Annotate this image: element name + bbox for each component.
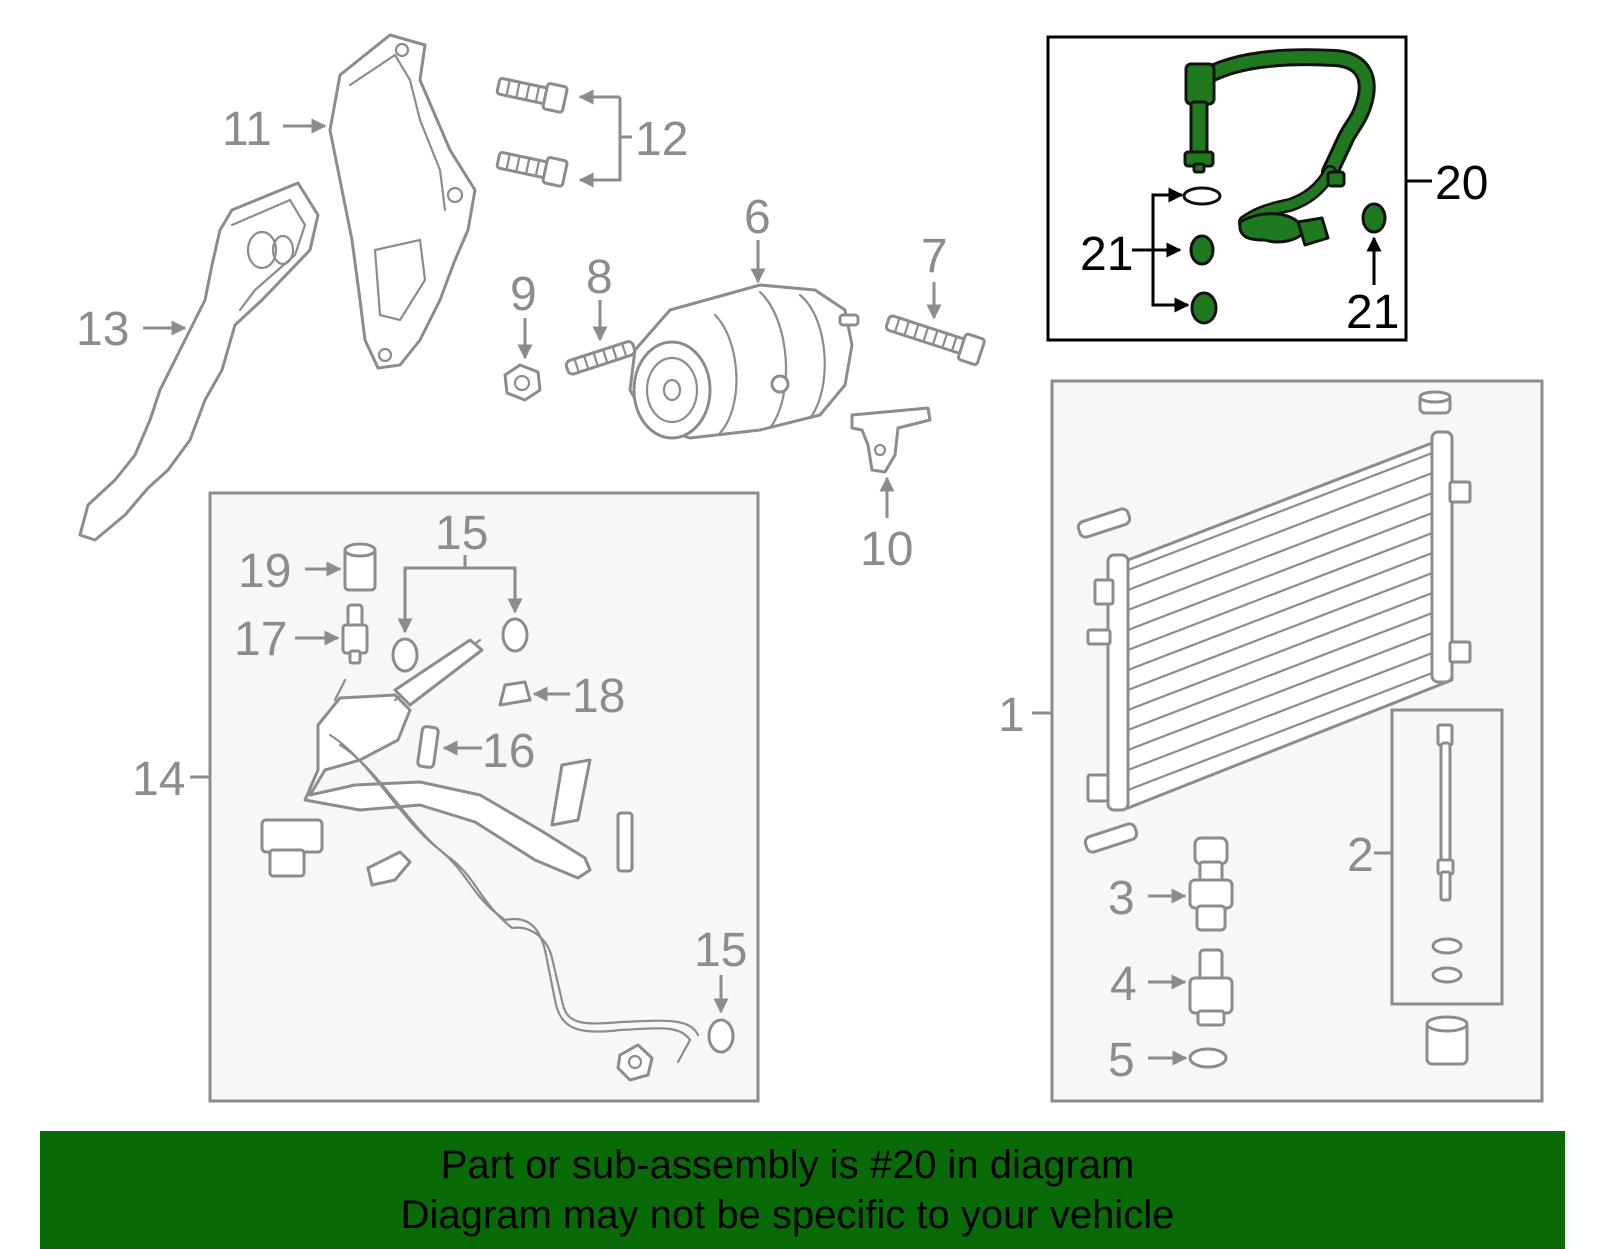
callout-5: 5 [1108,1034,1135,1087]
part-21-oring-3 [1361,202,1387,234]
callout-11: 11 [222,103,272,156]
callout-2: 2 [1347,829,1374,882]
part-11-bracket [328,33,477,370]
callout-15-bottom: 15 [694,924,747,977]
part-5-oring [1188,1047,1228,1069]
part-20-hose-assembly[interactable] [1183,48,1376,247]
banner-line-2: Diagram may not be specific to your vehi… [400,1193,1175,1237]
callout-4: 4 [1110,958,1137,1011]
part-21-oring-1 [1189,234,1215,266]
part-6-compressor [628,283,860,440]
callout-1: 1 [998,689,1025,742]
callout-6: 6 [744,191,771,244]
part-21-orings [1182,186,1387,325]
part-12-bolts [495,77,569,188]
info-banner: Part or sub-assembly is #20 in diagram D… [40,1131,1565,1249]
callout-21-right: 21 [1346,286,1399,339]
callout-12: 12 [635,113,688,166]
callout-9: 9 [510,268,537,321]
callout-15-top: 15 [435,507,488,560]
part-19-cap [343,542,377,592]
part-10-bracket [850,406,932,474]
box-20 [1046,35,1408,342]
part-18-clip [498,680,532,707]
part-14-line-assembly [260,638,700,1082]
callout-19: 19 [238,545,291,598]
part-15-orings-top [391,617,529,673]
callout-17: 17 [234,613,287,666]
part-17-sensor [341,603,369,665]
callout-14: 14 [132,753,185,806]
part-8-stud [564,340,637,376]
part-3-valve [1188,836,1234,932]
callout-8: 8 [586,251,613,304]
callout-21-left: 21 [1080,228,1133,281]
part-2-plug [1425,1015,1469,1066]
part-2-desiccant [1431,723,1463,984]
callout-7: 7 [921,230,948,283]
part-16-sleeve [416,725,440,769]
callout-10: 10 [860,523,913,576]
callout-3: 3 [1108,872,1135,925]
part-21-oring-2 [1190,291,1218,325]
part-15-oring-bottom [707,1018,735,1054]
callout-20: 20 [1435,157,1488,210]
part-7-bolt [884,314,986,366]
part-9-nut [503,363,542,402]
banner-line-1: Part or sub-assembly is #20 in diagram [440,1143,1135,1187]
callout-16: 16 [482,725,535,778]
part-1-condenser [1076,390,1472,854]
part-4-switch [1188,948,1234,1027]
part-13-shield [78,181,320,542]
banner-background [40,1131,1565,1249]
part-21-oring-outline [1182,186,1222,206]
callout-13: 13 [76,303,129,356]
callout-18: 18 [572,670,625,723]
